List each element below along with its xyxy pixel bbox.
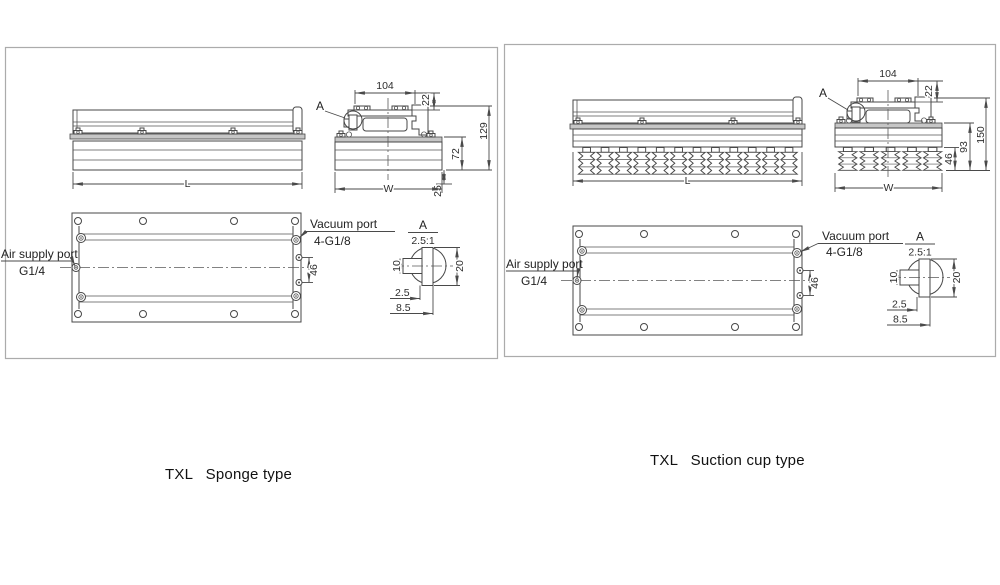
- sponge-detail-scale: 2.5:1: [411, 235, 435, 247]
- caption-sponge-type: TXL Sponge type: [165, 466, 293, 483]
- suction-cups-side: [838, 146, 943, 171]
- sponge-side-rail: [343, 104, 429, 136]
- sponge-detail-view: A 2.5:1 10 20 2.5 8.5: [389, 218, 468, 315]
- suction-length-dim: L: [685, 175, 691, 187]
- sponge-air-port-label: Air supply port: [1, 247, 78, 261]
- sponge-length-dim: L: [185, 178, 191, 190]
- sponge-vacuum-thread-label: 4-G1/8: [314, 234, 351, 248]
- suction-vacuum-port-label: Vacuum port: [822, 229, 890, 243]
- suction-detail-scale: 2.5:1: [908, 247, 932, 259]
- sponge-dim-46: 46: [308, 264, 320, 276]
- sponge-detail-dim-10: 10: [391, 260, 403, 272]
- suction-side-view: A 104 22: [819, 68, 990, 196]
- suction-detail-dim-10: 10: [888, 272, 900, 284]
- sponge-side-view: A 104 22 129 72 25: [316, 80, 492, 198]
- sponge-width-dim: W: [384, 183, 394, 195]
- suction-front-view: L: [570, 97, 805, 189]
- suction-detail-view: A 2.5:1 10 20 2.5 8.5: [886, 230, 965, 327]
- suction-top-view: Vacuum port 4-G1/8 Air supply port G1/4 …: [506, 226, 903, 335]
- panel-suction: L A 104 22: [506, 68, 990, 335]
- sponge-detail-ref-label: A: [316, 99, 324, 113]
- suction-dim-150: 150: [975, 126, 987, 144]
- sponge-dim-104: 104: [376, 80, 394, 92]
- sponge-air-thread-label: G1/4: [19, 264, 45, 278]
- suction-detail-dim-20: 20: [951, 272, 963, 284]
- sponge-detail-dim-20: 20: [454, 260, 466, 272]
- suction-cups-front: [577, 147, 798, 175]
- panel-sponge: L A 104 22 129: [1, 80, 492, 322]
- sponge-dim-22: 22: [420, 94, 432, 106]
- sponge-detail-dim-8p5: 8.5: [396, 302, 411, 314]
- sponge-dim-129: 129: [478, 122, 490, 140]
- suction-front-rail: [570, 97, 805, 129]
- sponge-front-view: L: [70, 107, 305, 192]
- suction-width-dim: W: [884, 182, 894, 194]
- panel-sponge-border: [4, 46, 499, 360]
- suction-dim-93: 93: [958, 141, 970, 153]
- suction-detail-title: A: [916, 230, 924, 244]
- sponge-detail-title: A: [419, 218, 427, 232]
- sponge-front-rail: [70, 107, 305, 139]
- sponge-top-view: Vacuum port 4-G1/8 Air supply port G1/4 …: [1, 213, 395, 322]
- sponge-vacuum-port-label: Vacuum port: [310, 217, 378, 231]
- suction-dim-22: 22: [923, 85, 935, 97]
- panel-suction-border: [503, 43, 997, 358]
- suction-vacuum-thread-label: 4-G1/8: [826, 245, 863, 259]
- caption-suction-type: TXL Suction cup type: [650, 452, 805, 469]
- suction-side-rail: [846, 96, 932, 128]
- suction-plan: [561, 226, 814, 335]
- suction-detail-ref-label: A: [819, 86, 827, 100]
- sponge-plan: [60, 213, 313, 322]
- suction-dim-104: 104: [879, 68, 897, 80]
- suction-dim-46-side: 46: [943, 153, 955, 165]
- sponge-dim-72: 72: [450, 148, 462, 160]
- sponge-detail-dim-2p5: 2.5: [395, 287, 410, 299]
- suction-air-thread-label: G1/4: [521, 274, 547, 288]
- suction-dim-46-top: 46: [809, 277, 821, 289]
- suction-detail-dim-2p5: 2.5: [892, 299, 907, 311]
- suction-air-port-label: Air supply port: [506, 257, 583, 271]
- suction-detail-dim-8p5: 8.5: [893, 314, 908, 326]
